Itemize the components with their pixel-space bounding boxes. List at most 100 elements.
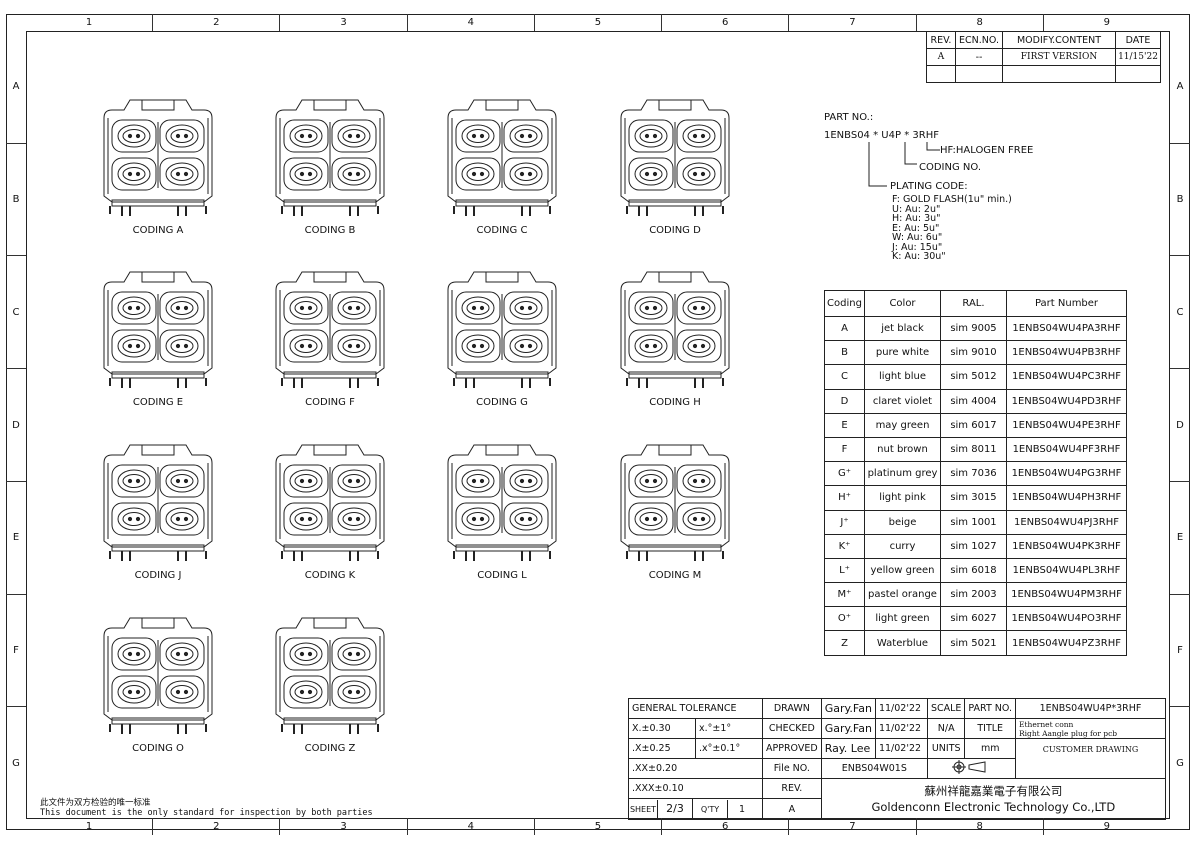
ral-cell: sim 5012 [940,364,1007,390]
zone-row-right-5: F [1170,595,1190,708]
file-no-label: File NO. [762,758,822,779]
connector-coding-d [617,96,733,220]
drawn-name: Gary.Fan [820,698,876,719]
connector-label: CODING G [476,397,528,408]
connector-drawing [447,271,557,388]
connector-drawing [620,99,730,216]
part-number-cell: 1ENBS04WU4PA3RHF [1006,315,1127,342]
color-cell: platinum grey [864,461,941,487]
modify-header: MODIFY.CONTENT [1002,31,1116,49]
drawn-date: 11/02'22 [874,698,928,719]
drawn-label: DRAWN [762,698,822,719]
part-number-header: Part Number [1006,290,1127,317]
ral-cell: sim 9005 [940,315,1007,342]
color-cell: curry [864,533,941,559]
connector-drawing [103,617,213,734]
tol-x: X.±0.30 [628,718,696,739]
coding-cell: K⁺ [824,533,865,559]
connector-drawing [275,617,385,734]
connector-coding-c [444,96,560,220]
part-number-cell: 1ENBS04WU4PZ3RHF [1006,630,1127,656]
zone-col-top-3: 4 [408,14,535,31]
rev-label: REV. [762,778,822,799]
customer-drawing: CUSTOMER DRAWING [1015,738,1166,779]
plating-item: W: Au: 6u" [892,232,943,243]
part-no-label: PART NO. [964,698,1016,719]
coding-cell: D [824,388,865,414]
zone-col-bottom-6: 7 [789,818,917,835]
connector-label: CODING E [132,397,184,408]
code-post: 3RHF [912,130,939,141]
connector-coding-e [100,268,216,392]
zone-col-top-4: 5 [535,14,663,31]
part-number-cell: 1ENBS04WU4PC3RHF [1006,364,1127,390]
rev-header: REV. [926,31,956,49]
color-cell: pure white [864,340,941,366]
plating-item: H: Au: 3u" [892,213,941,224]
date-value: 11/15'22 [1115,48,1161,66]
connector-coding-f [272,268,388,392]
color-cell: light blue [864,364,941,390]
zone-col-top-2: 3 [280,14,408,31]
connector-drawing [447,99,557,216]
tol-xx-deg: .x°±0.1° [695,738,763,759]
ral-cell: sim 6018 [940,557,1007,584]
company-en: Goldenconn Electronic Technology Co.,LTD [871,800,1116,814]
connector-label: CODING H [649,397,701,408]
color-cell: beige [864,509,941,535]
sheet-label: SHEET [629,800,658,819]
rev-value: A [926,48,956,66]
color-cell: nut brown [864,436,941,463]
connector-label: CODING C [476,225,528,236]
ral-cell: sim 9010 [940,340,1007,366]
connector-label: CODING K [304,570,356,581]
connector-drawing [275,444,385,561]
zone-row-left-0: A [6,31,26,144]
plating-item: F: GOLD FLASH(1u" min.) [892,194,1012,205]
part-no-leader-lines [868,142,940,187]
tol-xxx: .XX±0.20 [628,758,763,779]
zone-col-top-1: 2 [153,14,281,31]
zone-col-bottom-3: 4 [408,818,535,835]
connector-coding-o [100,614,216,738]
checked-label: CHECKED [762,718,822,739]
company-cn: 蘇州祥龍嘉業電子有限公司 [924,784,1063,798]
part-number-cell: 1ENBS04WU4PO3RHF [1006,606,1127,632]
scale-label: SCALE [926,698,966,719]
connector-coding-b [272,96,388,220]
part-number-cell: 1ENBS04WU4PM3RHF [1006,582,1127,608]
part-number-cell: 1ENBS04WU4PJ3RHF [1006,509,1127,535]
part-number-cell: 1ENBS04WU4PB3RHF [1006,340,1127,366]
code-star1: * [873,130,879,141]
zone-col-bottom-2: 3 [280,818,408,835]
zone-row-left-5: F [6,595,26,708]
connector-label: CODING F [305,397,355,408]
revision-table: REV. ECN.NO. MODIFY.CONTENT DATE A -- FI… [926,31,1161,83]
ral-cell: sim 3015 [940,485,1007,511]
file-no-value: ENBS04W01S [820,758,928,779]
ral-cell: sim 6017 [940,412,1007,438]
zone-row-right-2: C [1170,256,1190,370]
third-angle-projection-icon [952,760,986,774]
color-cell: light pink [864,485,941,511]
connector-drawing [103,271,213,388]
zone-row-left-4: E [6,482,26,595]
units-label: UNITS [926,738,966,759]
title-value: Ethernet conn Right Aangle plug for pcb [1015,718,1166,739]
connector-label: CODING J [134,570,182,581]
connector-label: CODING L [477,570,527,581]
zone-row-right-0: A [1170,31,1190,144]
qty-label: Q'TY [693,800,728,819]
qty-value: 1 [738,804,746,815]
